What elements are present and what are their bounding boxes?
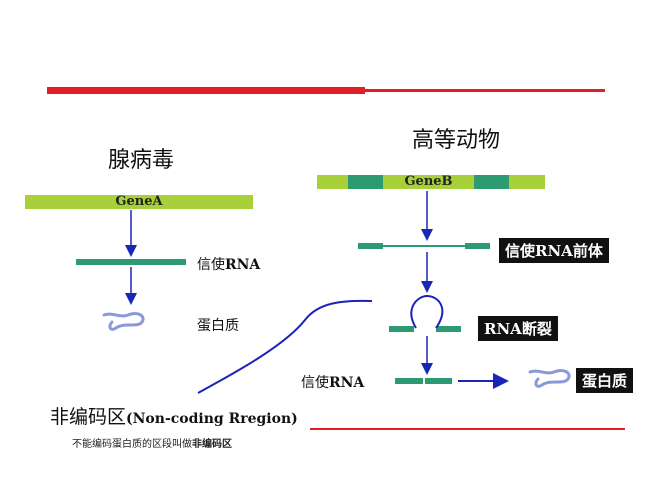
precursor-exon-1 [358,243,383,249]
gene-b-label: GeneB [404,174,453,189]
precursor-intron [383,245,465,247]
precursor-exon-2 [465,243,490,249]
bottom-accent-line [310,428,625,430]
right-protein-squiggle [528,369,571,388]
gene-a-label: GeneA [115,194,163,209]
left-mrna-strand [76,259,186,265]
precursor-label-box: 信使RNA前体 [499,238,609,263]
left-protein-label: 蛋白质 [197,318,239,334]
right-title: 高等动物 [412,128,501,153]
left-title: 腺病毒 [108,148,175,173]
intron-loop [410,294,444,329]
right-protein-label-box: 蛋白质 [576,368,634,393]
splicing-label-box: RNA断裂 [478,316,558,341]
noncoding-note: 不能编码蛋白质的区段叫做非编码区 [72,439,232,450]
splice-exon-1 [389,326,414,332]
gene-a-bar: GeneA [25,195,253,209]
gene-b-exon-2 [474,175,509,189]
noncoding-pointer-curve [197,299,373,394]
splice-exon-2 [436,326,461,332]
noncoding-heading: 非编码区(Non-coding Rregion) [50,406,298,428]
mature-mrna-junction [423,378,425,384]
gene-b-exon-1 [348,175,383,189]
top-accent-bar [47,87,365,94]
top-accent-line [365,89,605,92]
right-mrna-label: 信使RNA [301,375,365,391]
left-mrna-label: 信使RNA [197,257,261,273]
left-protein-squiggle [102,312,145,331]
